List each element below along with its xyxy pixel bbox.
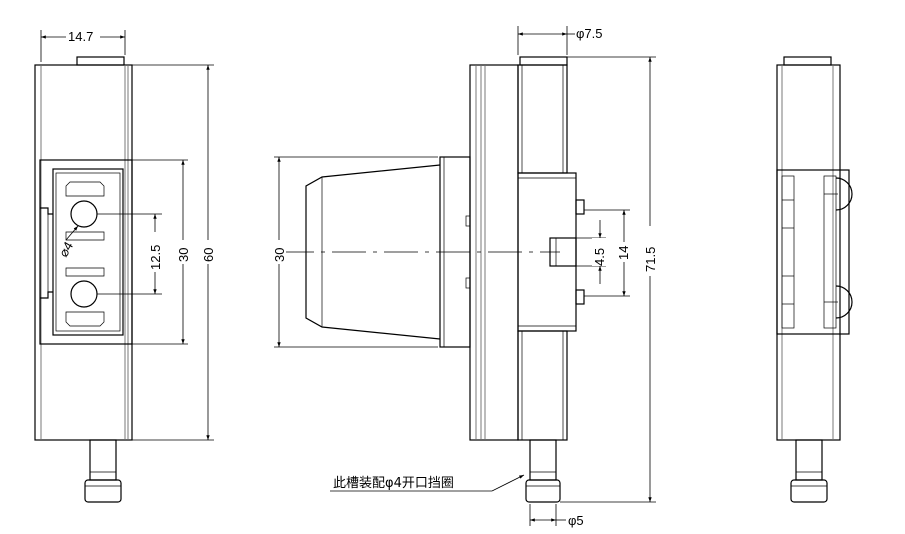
- right-clip-lobe-bottom: [835, 285, 853, 319]
- middle-bottom-shaft: [529, 439, 557, 481]
- right-top-pin: [783, 56, 832, 66]
- dim-height-left: 60: [201, 248, 216, 262]
- left-window-inner: [52, 168, 124, 336]
- left-bottom-knob: [84, 479, 122, 503]
- right-body: [776, 64, 841, 441]
- left-top-pin: [76, 56, 125, 66]
- dim-center-block: 14: [616, 246, 631, 260]
- left-window-frame: [39, 159, 133, 345]
- left-body: [34, 64, 133, 441]
- left-view: 14.7 60 30 12.5 ⌀4: [34, 29, 216, 503]
- right-clip-lobe-top: [835, 177, 853, 211]
- right-bottom-shaft: [795, 439, 823, 481]
- dim-cap-height: 30: [272, 248, 287, 262]
- middle-view: φ7.5 30 4.5 14 71.5 φ5: [272, 26, 658, 528]
- right-view: [776, 56, 853, 503]
- right-clip-frame: [776, 169, 850, 335]
- dim-pin-bottom: φ5: [568, 513, 584, 528]
- dim-height-mid: 71.5: [643, 247, 658, 272]
- middle-back-plate: [469, 64, 519, 441]
- right-bottom-knob: [790, 479, 828, 503]
- dim-pin-top: φ7.5: [576, 26, 603, 41]
- dim-hole-pitch: 12.5: [148, 245, 163, 270]
- middle-upper-knuckle: [517, 64, 568, 174]
- dim-hole-dia: ⌀4: [56, 239, 77, 260]
- middle-bottom-knob: [525, 479, 561, 503]
- left-hole-bottom: [70, 280, 98, 308]
- dim-window-height: 30: [176, 248, 191, 262]
- left-hole-top: [70, 200, 98, 228]
- middle-top-pin: [519, 56, 568, 66]
- dim-width-top: 14.7: [68, 29, 93, 44]
- left-bottom-shaft: [89, 439, 117, 481]
- groove-note: 此槽装配φ4开口挡圈: [333, 476, 454, 491]
- middle-lower-knuckle: [517, 330, 568, 441]
- dim-slot: 4.5: [592, 248, 607, 266]
